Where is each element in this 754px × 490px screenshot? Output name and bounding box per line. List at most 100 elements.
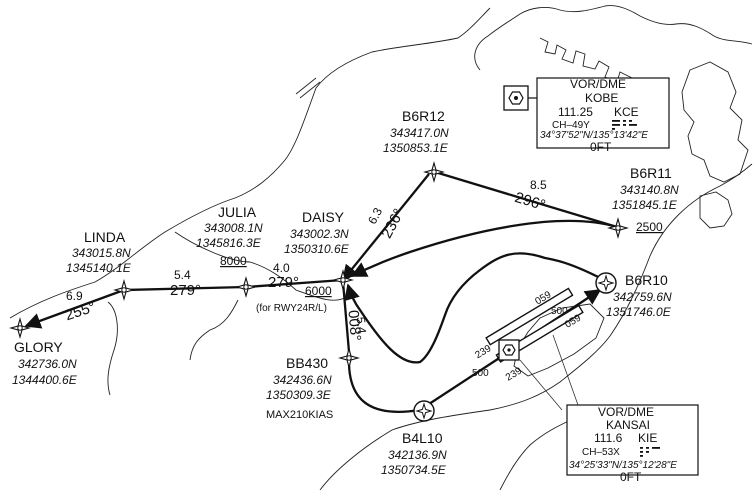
- flyover-waypoint-icon: [413, 400, 435, 422]
- vor-dme-kansai-icon: [498, 339, 520, 361]
- leg-julia-linda-course: 279°: [170, 282, 201, 299]
- leg-b6r12-b6r11-course: 296°: [513, 189, 548, 214]
- waypoint-julia-alt: 8000: [220, 254, 247, 268]
- waypoint-bb430-lat: 342436.6N: [273, 373, 332, 387]
- leg-linda-glory-dist: 6.9: [66, 289, 83, 303]
- vor-kansai-coords: 34°25'33"N/135°12'28"E: [569, 460, 677, 471]
- waypoint-b6r11-lat: 343140.8N: [620, 183, 679, 197]
- waypoint-star-icon: [234, 275, 258, 299]
- vor-kansai-elev: 0FT: [620, 470, 642, 484]
- waypoint-glory-lon: 1344400.6E: [12, 373, 78, 387]
- leg-daisy-bb430: [341, 281, 351, 353]
- coastline-inner: [107, 301, 118, 396]
- waypoint-symbols: [8, 85, 630, 422]
- vor-dme-kansai-box: VOR/DME KANSAI 111.6 KIE CH–53X 34°25'33…: [566, 404, 699, 484]
- vor-kobe-name: KOBE: [585, 91, 618, 105]
- vor-kobe-channel: CH–49Y: [552, 120, 590, 131]
- waypoint-b4l10-lat: 342136.9N: [388, 448, 447, 462]
- coastline-bridge: [295, 77, 321, 99]
- leg-b6r10-loop-daisy: [344, 252, 609, 364]
- vor-dme-kobe-icon: [503, 85, 529, 111]
- waypoint-linda-name: LINDA: [84, 229, 126, 245]
- waypoint-julia-name: JULIA: [218, 204, 257, 220]
- leg-daisy-julia-course: 279°: [268, 274, 299, 291]
- vor-kobe-ident: KCE: [614, 105, 639, 119]
- waypoint-star-icon: [606, 216, 630, 240]
- runway-hdg-239-south: 239: [504, 365, 524, 383]
- vor-kansai-freq: 111.6: [594, 431, 623, 445]
- coastline-island-small: [699, 191, 733, 229]
- waypoint-linda-lon: 1345140.1E: [66, 261, 132, 275]
- waypoint-daisy-alt: 6000: [305, 284, 332, 298]
- waypoint-b4l10-name: B4L10: [402, 430, 443, 446]
- vor-kobe-title: VOR/DME: [570, 77, 626, 91]
- waypoint-bb430-lon: 1350309.3E: [266, 388, 332, 402]
- waypoint-b6r12-lon: 1350853.1E: [383, 141, 449, 155]
- waypoint-b6r11-lon: 1351845.1E: [612, 198, 678, 212]
- leg-b6r11-daisy-hook: [350, 219, 618, 278]
- vor-kobe-coords: 34°37'52"N/135°13'42"E: [540, 130, 648, 141]
- runway-len-500-south: 500: [472, 368, 489, 379]
- morse-code-icon: [612, 120, 637, 130]
- waypoint-b6r10-name: B6R10: [625, 272, 668, 288]
- waypoint-b6r10-lon: 1351746.0E: [606, 305, 672, 319]
- waypoint-star-icon: [331, 268, 355, 292]
- waypoint-star-icon: [422, 160, 446, 184]
- waypoint-star-icon: [337, 346, 361, 370]
- waypoint-b6r12-name: B6R12: [402, 108, 445, 124]
- waypoint-daisy-lat: 343002.3N: [290, 227, 349, 241]
- vor-dme-kobe-box: VOR/DME KOBE 111.25 KCE CH–49Y 34°37'52"…: [528, 77, 670, 154]
- leg-julia-linda: [123, 285, 247, 292]
- coastline-ridge: [174, 231, 349, 301]
- coastline-northeast: [474, 5, 753, 71]
- waypoint-labels: GLORY 342736.0N 1344400.6E LINDA 343015.…: [12, 108, 679, 477]
- leg-daisy-bb430-dist: 5.4: [354, 316, 369, 334]
- vor-kansai-ident: KIE: [638, 431, 657, 445]
- vor-kobe-freq: 111.25: [558, 105, 593, 119]
- waypoint-bb430-speed: MAX210KIAS: [266, 409, 333, 421]
- waypoint-b6r11-alt: 2500: [636, 220, 663, 234]
- leg-linda-glory: [24, 288, 125, 329]
- runway-extension-line: [552, 334, 579, 406]
- leg-daisy-b6r12-dist: 6.3: [365, 205, 385, 227]
- vor-kansai-channel: CH–53X: [582, 447, 620, 458]
- leg-daisy-bb430-course: 008°: [344, 309, 364, 341]
- waypoint-b6r10-lat: 342759.6N: [613, 290, 672, 304]
- runway-extension-line-2: [519, 359, 563, 411]
- leg-b6r12-b6r11: [434, 170, 618, 229]
- leg-b4l10-kansai: [425, 352, 508, 407]
- waypoint-daisy-name: DAISY: [302, 209, 345, 225]
- waypoint-glory-lat: 342736.0N: [18, 357, 77, 371]
- leg-labels: 6.9 255° 5.4 279° 4.0 279° 6.3 236° 8.5 …: [63, 178, 547, 342]
- waypoint-b4l10-lon: 1350734.5E: [381, 463, 447, 477]
- waypoint-linda-lat: 343015.8N: [72, 246, 131, 260]
- waypoint-b6r12-lat: 343417.0N: [390, 126, 449, 140]
- waypoint-julia-lat: 343008.1N: [204, 221, 263, 235]
- coastline-river: [189, 299, 239, 361]
- leg-b6r12-b6r11-dist: 8.5: [530, 178, 547, 192]
- coastline-south: [319, 163, 753, 490]
- waypoint-b6r11-name: B6R11: [630, 165, 672, 181]
- leg-daisy-julia-dist: 4.0: [273, 261, 290, 275]
- vor-kansai-title: VOR/DME: [598, 405, 654, 419]
- flyover-waypoint-icon: [595, 272, 617, 294]
- airport-runways: 059 059 239 239 500 500: [472, 287, 584, 411]
- waypoint-julia-lon: 1345816.3E: [196, 236, 262, 250]
- runway-len-500-north: 500: [551, 306, 568, 317]
- waypoint-star-icon: [8, 316, 32, 340]
- leg-bb430-b4l10: [347, 363, 421, 413]
- runway-hdg-239-north: 239: [473, 343, 493, 361]
- waypoint-glory-name: GLORY: [14, 339, 63, 355]
- leg-daisy-julia: [245, 278, 344, 289]
- runway-north: [485, 287, 574, 346]
- coastline-west: [9, 7, 491, 319]
- waypoint-daisy-lon: 1350310.6E: [284, 242, 350, 256]
- coastline-island-east: [681, 61, 749, 183]
- waypoint-daisy-note: (for RWY24R/L): [256, 303, 327, 314]
- coastline-bay-east: [499, 417, 576, 490]
- vor-kansai-name: KANSAI: [606, 418, 650, 432]
- morse-code-icon: [640, 447, 660, 457]
- vor-kobe-elev: 0FT: [590, 140, 612, 154]
- leg-julia-linda-dist: 5.4: [174, 268, 191, 282]
